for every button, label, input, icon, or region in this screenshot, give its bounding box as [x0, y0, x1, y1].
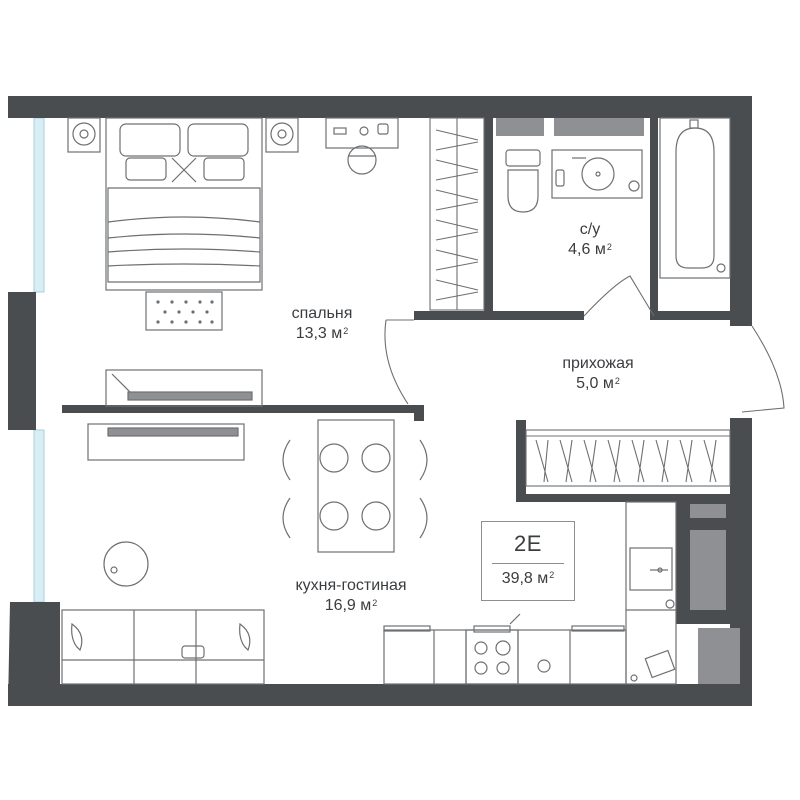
armchair-icon [103, 541, 149, 587]
wardrobe-icon [525, 429, 731, 487]
room-label-hallway: прихожая 5,0 м2 [538, 354, 658, 395]
room-name: кухня-гостиная [295, 577, 407, 594]
room-area: 4,6 м [568, 241, 606, 259]
room-name: с/у [579, 221, 601, 238]
area-unit-sup: 2 [606, 241, 612, 252]
room-area: 16,9 м [324, 597, 372, 615]
double-bed-icon [105, 117, 263, 291]
sofa-icon [61, 609, 265, 685]
dining-table-icon [282, 419, 428, 553]
sink-icon [551, 149, 643, 199]
area-unit-sup: 2 [372, 597, 378, 608]
tv-stand-icon [87, 423, 245, 461]
bathroom-cabinets [496, 118, 644, 136]
total-area-value: 39,8 м [501, 570, 549, 587]
door-swing-icon [384, 275, 785, 413]
walls [8, 96, 752, 706]
chair-icon [282, 439, 428, 539]
washing-machine-icon [537, 659, 551, 673]
room-label-bathroom: с/у 4,6 м2 [540, 220, 640, 261]
unit-total-area: 39,8 м2 [482, 570, 574, 588]
wardrobe-icon [429, 117, 485, 311]
room-label-kitchen-living: кухня-гостиная 16,9 м2 [256, 576, 446, 617]
vanity-desk-icon [325, 117, 399, 175]
toilet-icon [505, 149, 541, 213]
unit-badge: 2E 39,8 м2 [481, 521, 575, 601]
area-unit-sup: 2 [343, 325, 349, 336]
room-area: 13,3 м [295, 325, 343, 343]
room-name: спальня [291, 305, 353, 322]
kitchen-sink-icon [629, 547, 676, 682]
room-label-bedroom: спальня 13,3 м2 [262, 304, 382, 345]
tv-stand-icon [105, 369, 263, 407]
area-unit-sup: 2 [549, 570, 555, 581]
badge-divider [492, 563, 564, 564]
room-area: 5,0 м [576, 375, 614, 393]
room-name: прихожая [562, 355, 634, 372]
kitchen-cabinets [690, 504, 740, 684]
stove-icon [465, 613, 521, 685]
bathtub-icon [659, 117, 731, 279]
rug-icon [145, 291, 223, 331]
area-unit-sup: 2 [614, 375, 620, 386]
nightstand-icon [67, 117, 299, 153]
unit-code: 2E [514, 531, 542, 556]
